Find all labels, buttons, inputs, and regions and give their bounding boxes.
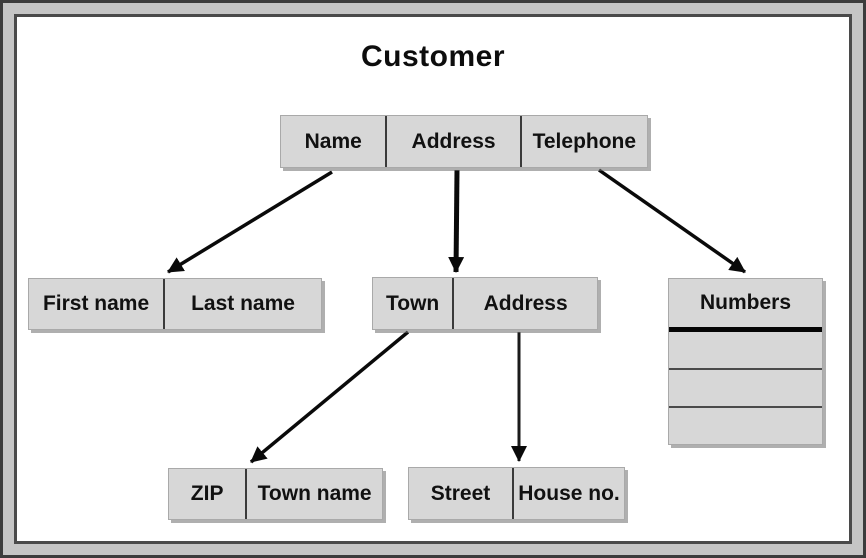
name-decomposition-box: First name Last name (28, 278, 322, 330)
diagram-title: Customer (360, 40, 506, 73)
numbers-list-box: Numbers (668, 278, 823, 445)
numbers-empty-row (669, 406, 822, 444)
arrow-address-to-town-address (448, 169, 465, 273)
address-decomposition-box: Town Address (372, 277, 598, 330)
numbers-empty-row (669, 332, 822, 368)
cell-town-name: Town name (245, 469, 382, 519)
arrow-telephone-to-numbers (597, 168, 747, 274)
cell-address: Address (385, 116, 519, 167)
arrow-name-to-firstname-lastname (167, 170, 333, 274)
street-decomposition-box: Street House no. (408, 467, 625, 520)
numbers-header: Numbers (699, 291, 792, 314)
cell-name: Name (304, 129, 362, 153)
cell-house-no: House no. (512, 468, 624, 519)
numbers-header-rule (669, 327, 822, 332)
cell-zip: ZIP (190, 482, 224, 505)
cell-first-name: First name (42, 292, 150, 315)
numbers-empty-row (669, 368, 822, 406)
arrow-town-to-zip-townname (249, 330, 410, 464)
cell-telephone: Telephone (519, 116, 647, 167)
customer-attributes-box: Name Address Telephone (280, 115, 648, 168)
cell-address2: Address (452, 278, 597, 329)
cell-last-name: Last name (163, 279, 321, 329)
cell-street: Street (430, 481, 491, 505)
cell-town: Town (386, 291, 440, 315)
town-decomposition-box: ZIP Town name (168, 468, 383, 520)
